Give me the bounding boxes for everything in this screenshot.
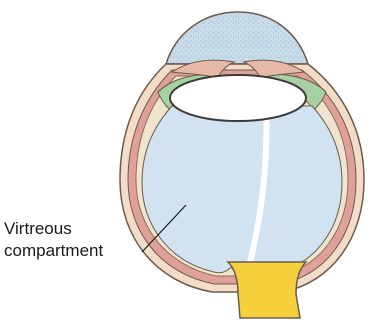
cornea: [166, 12, 308, 64]
lens: [170, 75, 306, 121]
label-vitreous-line1: Virtreous: [4, 219, 72, 238]
label-vitreous-line2: compartment: [4, 241, 103, 260]
vitreous-compartment: [142, 106, 342, 273]
optic-nerve: [228, 262, 306, 318]
